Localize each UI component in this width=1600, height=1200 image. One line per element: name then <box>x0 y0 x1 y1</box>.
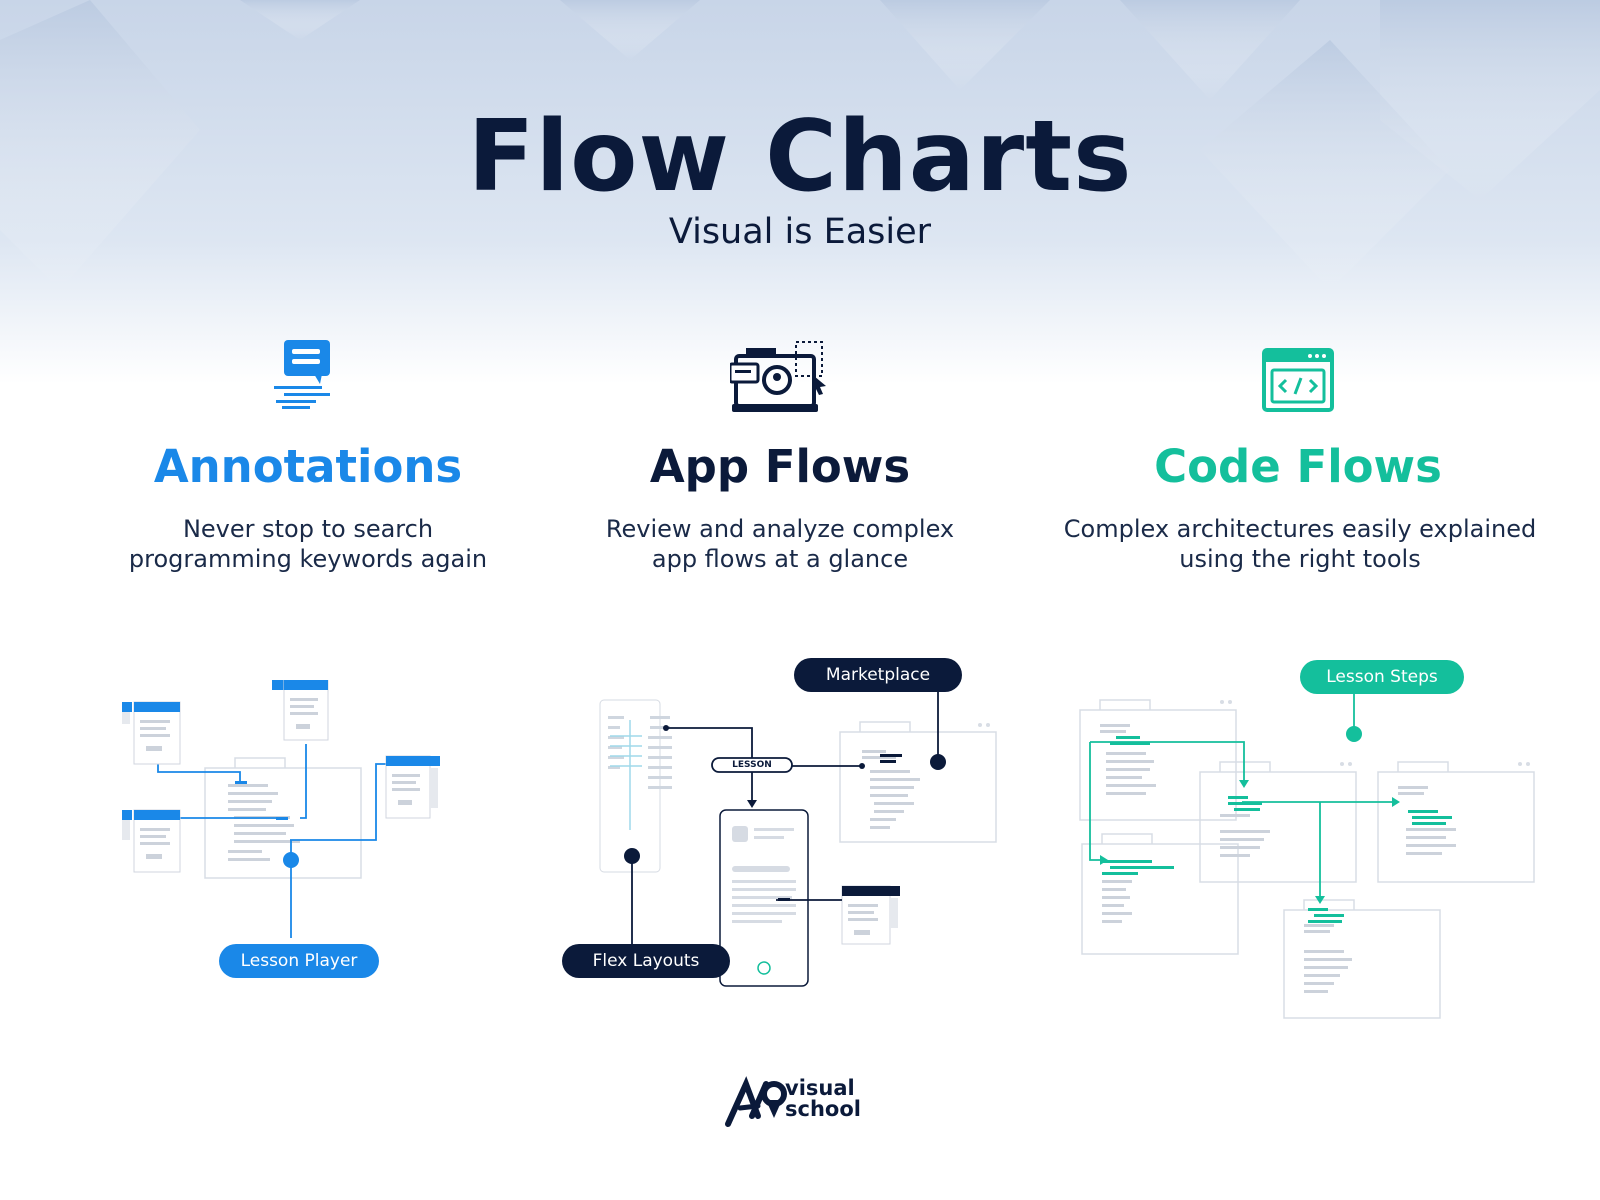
app-flows-desc-line: Review and analyze complex <box>605 515 955 543</box>
code-window-icon <box>1262 348 1334 412</box>
chat-bubble-icon <box>274 340 330 409</box>
annotations-heading: Annotations <box>153 440 463 493</box>
annotations-desc-line: Never stop to search <box>182 515 434 543</box>
lesson-player-callout: Lesson Player <box>219 944 379 978</box>
app-flows-diagram <box>599 690 997 987</box>
logo-line-visual: visual <box>785 1076 855 1100</box>
logo-wordmark: visual school <box>785 1078 861 1120</box>
page-subtitle: Visual is Easier <box>668 212 932 252</box>
app-flows-desc-line: app flows at a glance <box>651 545 909 573</box>
flex-layouts-callout: Flex Layouts <box>562 944 730 978</box>
code-flows-diagram <box>1079 690 1535 1019</box>
marketplace-callout: Marketplace <box>794 658 962 692</box>
app-flows-heading: App Flows <box>649 440 911 493</box>
logo-line-school: school <box>785 1097 861 1121</box>
code-flows-desc-line: Complex architectures easily explained <box>1063 515 1537 543</box>
lesson-badge: LESSON <box>732 760 772 770</box>
annotations-diagram <box>122 680 440 938</box>
code-flows-desc-line: using the right tools <box>1179 545 1421 573</box>
page-title: Flow Charts <box>467 100 1133 214</box>
visual-school-logo-icon <box>725 1076 787 1127</box>
app-flows-description: Review and analyze complex app flows at … <box>530 514 1030 574</box>
annotations-desc-line: programming keywords again <box>128 545 488 573</box>
code-flows-description: Complex architectures easily explained u… <box>1040 514 1560 574</box>
monitor-camera-icon <box>730 341 826 412</box>
annotations-description: Never stop to search programming keyword… <box>58 514 558 574</box>
lesson-steps-callout: Lesson Steps <box>1300 660 1464 694</box>
code-flows-heading: Code Flows <box>1154 440 1442 493</box>
